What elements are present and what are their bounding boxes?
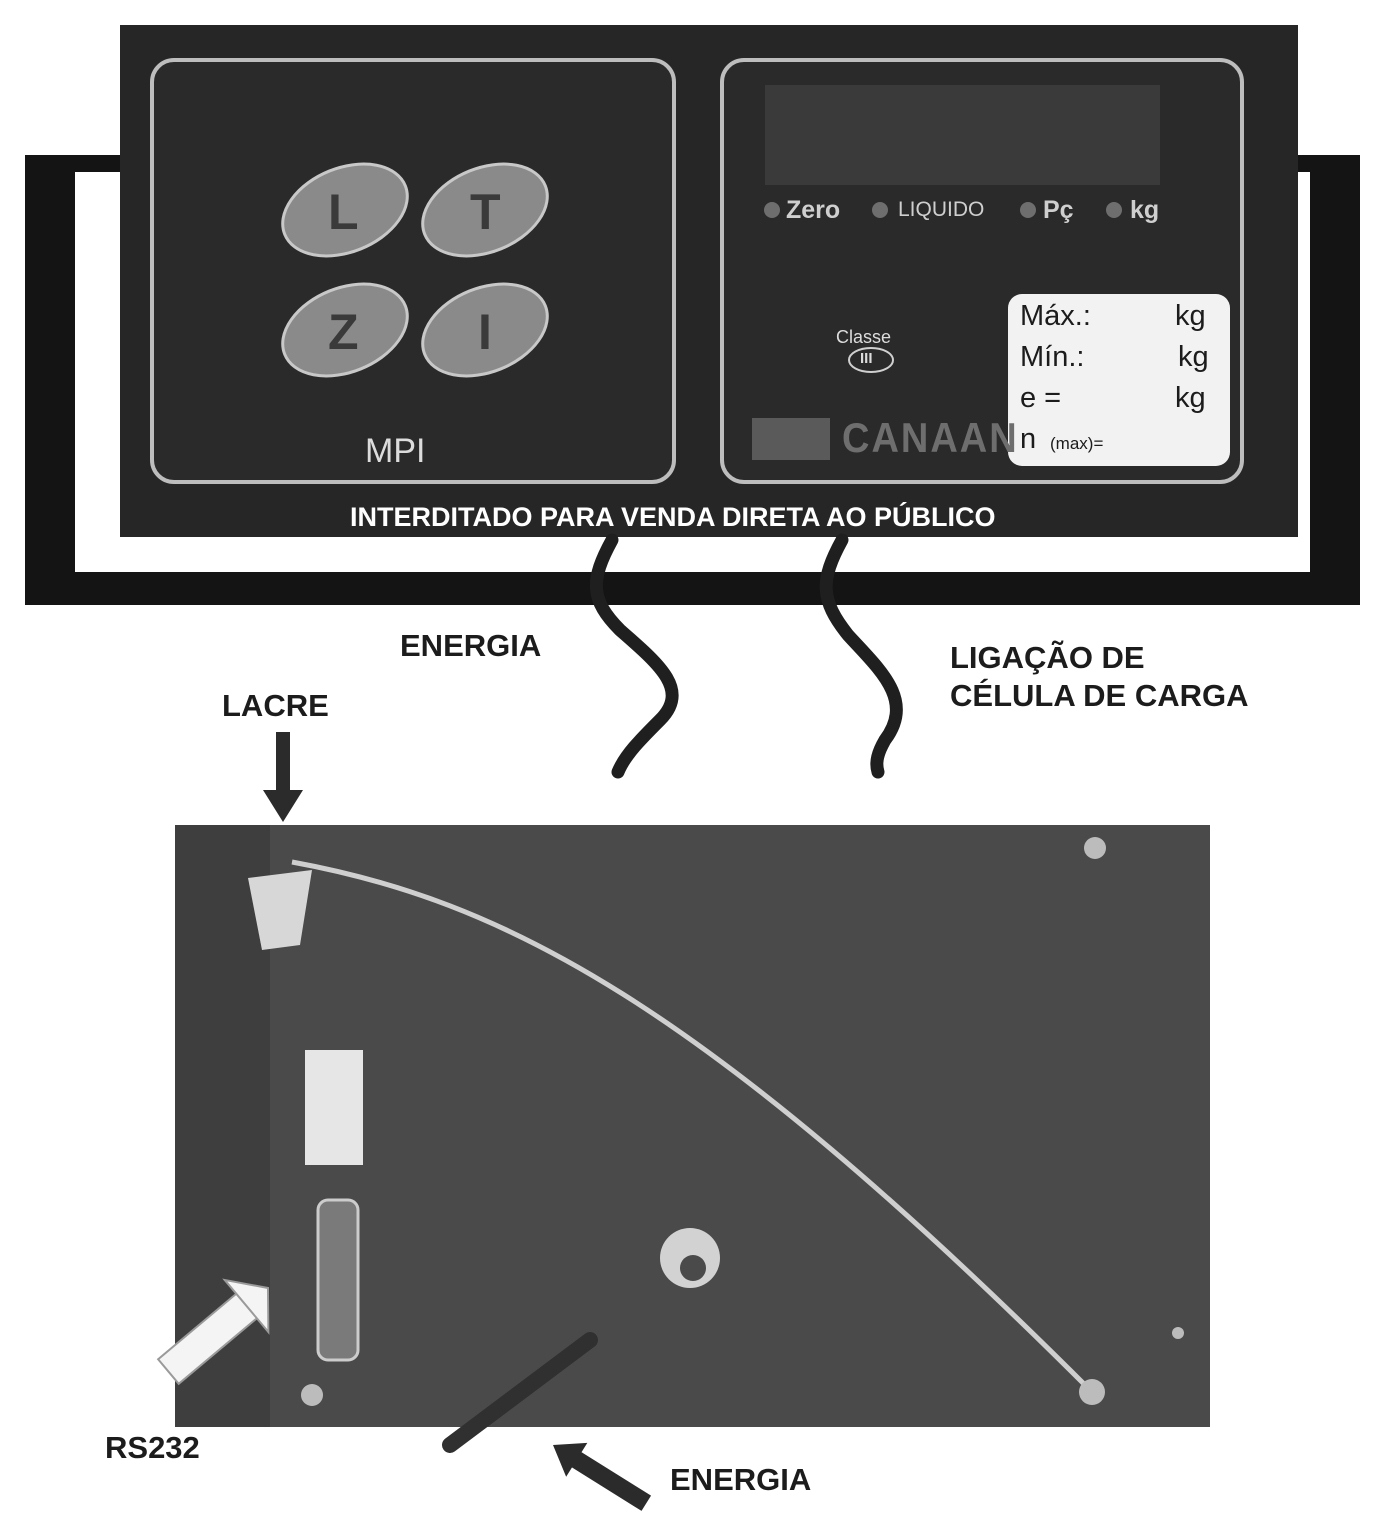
plate-n-suffix: (max)= (1050, 434, 1104, 453)
warning-text: INTERDITADO PARA VENDA DIRETA AO PÚBLICO (350, 502, 996, 532)
spec-plate (1008, 294, 1230, 466)
keypad-window (150, 58, 676, 484)
liquido-indicator-led (872, 202, 888, 218)
energy-cable (589, 533, 679, 779)
kg-indicator-led (1106, 202, 1122, 218)
key-t[interactable] (409, 147, 561, 274)
plate-max-label: Máx.: (1020, 300, 1091, 332)
plate-n-label: n (1020, 423, 1037, 455)
pc-indicator-label: Pç (1043, 196, 1074, 224)
class-label: Classe (836, 327, 892, 347)
key-i[interactable] (409, 267, 561, 394)
screw-bottom-right (1079, 1379, 1105, 1405)
kg-indicator-label: kg (1130, 196, 1160, 224)
class-value: III (860, 350, 873, 367)
key-l-label: L (328, 184, 359, 240)
zero-indicator-label: Zero (786, 196, 841, 224)
key-t-label: T (470, 184, 501, 240)
key-z[interactable] (269, 267, 421, 394)
rs232-label: RS232 (105, 1430, 200, 1465)
lacre-label: LACRE (222, 688, 329, 723)
energy-cable-bottom (442, 1332, 598, 1453)
load-cell-label-line1: LIGAÇÃO DE (950, 640, 1145, 675)
screw-top-right (1084, 837, 1106, 859)
liquido-indicator-label: LIQUIDO (898, 198, 985, 221)
rs232-arrow-icon (156, 1278, 270, 1386)
class-seal (848, 347, 894, 373)
key-z-label: Z (328, 304, 359, 360)
energia-top-label: ENERGIA (400, 628, 542, 663)
weight-display (765, 85, 1160, 185)
load-cell-label-line2: CÉLULA DE CARGA (950, 678, 1249, 713)
brand-logo-mark (752, 418, 830, 460)
back-label-sticker (305, 1050, 363, 1165)
seal-lacre (248, 870, 312, 950)
pc-indicator-led (1020, 202, 1036, 218)
seal-wire (291, 859, 1092, 1392)
energia-bottom-arrow-icon (553, 1442, 652, 1511)
energia-bottom-label: ENERGIA (670, 1462, 812, 1497)
plate-min-unit: kg (1178, 341, 1209, 373)
key-i-label: I (478, 304, 492, 360)
plate-min-label: Mín.: (1020, 341, 1085, 373)
key-l[interactable] (269, 147, 421, 274)
screw-right (1172, 1327, 1184, 1339)
screw-bottom-left (301, 1384, 323, 1406)
energy-grommet-hole (680, 1255, 706, 1281)
plate-max-unit: kg (1175, 300, 1206, 332)
brand-logo-text: CANAAN (842, 415, 1019, 463)
plate-e-unit: kg (1175, 382, 1206, 414)
rs232-connector (316, 1198, 360, 1362)
load-cell-cable (819, 533, 903, 779)
zero-indicator-led (764, 202, 780, 218)
model-label: MPI (365, 432, 426, 470)
plate-e-label: e = (1020, 382, 1062, 414)
lacre-arrow-icon (263, 732, 303, 822)
